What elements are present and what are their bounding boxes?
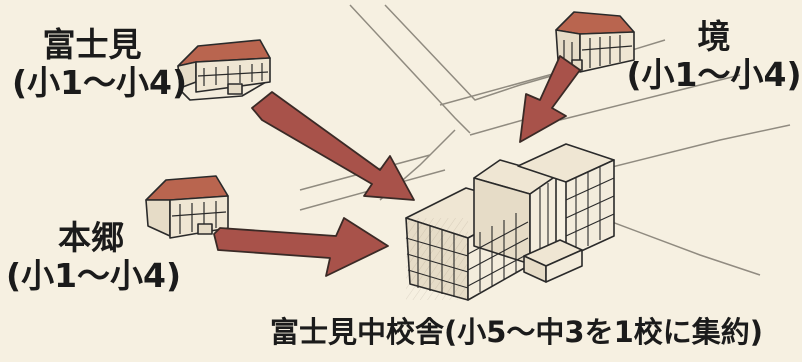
label-hongo-name: 本郷 <box>58 218 124 257</box>
label-main-campus: 富士見中校舎(小5〜中3を1校に集約) <box>270 315 764 349</box>
school-sakai-icon <box>555 11 635 73</box>
label-sakai-grades: (小1〜小4) <box>626 54 802 94</box>
school-main-icon <box>405 143 615 301</box>
label-hongo: 本郷 (小1〜小4) <box>6 218 182 295</box>
label-hongo-grades: (小1〜小4) <box>6 255 182 295</box>
label-fujimi: 富士見 (小1〜小4) <box>12 25 188 102</box>
label-sakai: 境 (小1〜小4) <box>626 18 802 94</box>
arrow-icon <box>213 55 581 277</box>
label-fujimi-name: 富士見 <box>42 25 142 64</box>
arrow-from-hongo-icon <box>213 217 389 277</box>
school-hongo-icon <box>145 175 229 239</box>
arrow-from-sakai-icon <box>519 55 581 143</box>
arrow-from-fujimi-icon <box>251 91 415 201</box>
school-fujimi-icon <box>177 39 271 101</box>
label-fujimi-grades: (小1〜小4) <box>12 62 188 102</box>
label-sakai-name: 境 <box>697 17 731 56</box>
